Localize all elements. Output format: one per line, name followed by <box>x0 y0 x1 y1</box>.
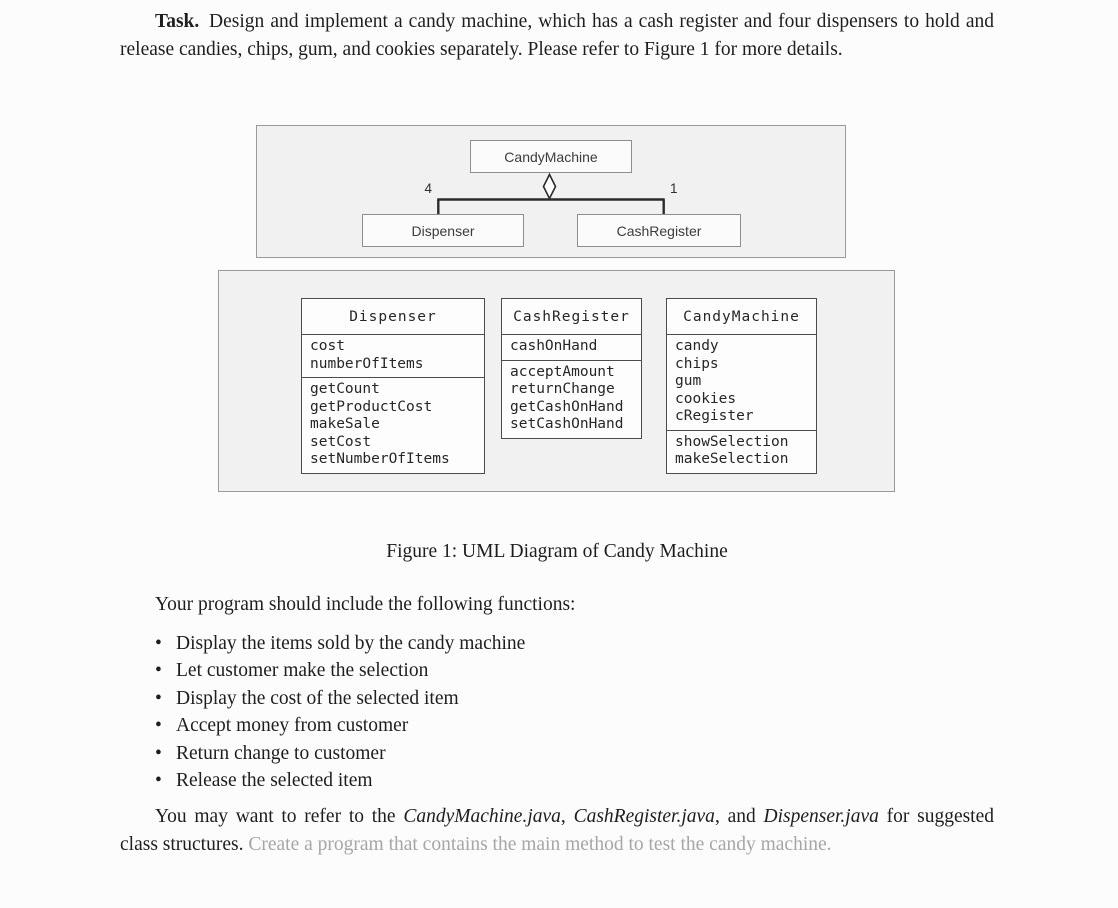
class-methods: showSelection makeSelection <box>667 429 816 473</box>
method: getCount <box>310 381 380 397</box>
uml-node-cashregister: CashRegister <box>577 214 741 247</box>
list-item: Display the items sold by the candy mach… <box>155 630 915 658</box>
uml-node-candymachine: CandyMachine <box>470 140 632 173</box>
list-item: Display the cost of the selected item <box>155 685 915 713</box>
method: makeSelection <box>675 451 789 467</box>
functions-list: Display the items sold by the candy mach… <box>155 630 915 795</box>
closing-text: , <box>560 806 574 827</box>
class-box-dispenser: Dispenser cost numberOfItems getCount ge… <box>301 298 485 474</box>
closing-text: You may want to refer to the <box>155 806 404 827</box>
method: acceptAmount <box>510 363 615 380</box>
class-attributes: candy chips gum cookies cRegister <box>667 334 816 430</box>
class-name: Dispenser <box>349 308 437 325</box>
class-methods: acceptAmount returnChange getCashOnHand … <box>502 359 641 438</box>
method: setCost <box>310 433 372 450</box>
list-item: Accept money from customer <box>155 712 915 740</box>
class-methods: getCount getProductCost makeSale setCost… <box>302 377 484 473</box>
method: makeSale <box>310 416 380 432</box>
list-item: Let customer make the selection <box>155 657 915 685</box>
file-reference: CandyMachine.java <box>403 806 561 827</box>
figure-caption: Figure 1: UML Diagram of Candy Machine <box>386 541 728 562</box>
closing-text: , and <box>714 806 764 827</box>
task-paragraph: Task. Design and implement a candy machi… <box>120 8 994 63</box>
uml-node-label: Dispenser <box>411 222 475 239</box>
uml-node-label: CashRegister <box>616 222 702 239</box>
closing-text: for suggested class structures. <box>120 806 995 855</box>
functions-intro: Your program should include the followin… <box>155 594 576 615</box>
uml-class-panel: Dispenser cost numberOfItems getCount ge… <box>218 270 895 492</box>
method: getCashOnHand <box>510 398 624 415</box>
uml-relationship-panel: CandyMachine 4 1 Dispenser CashRegister <box>256 125 846 258</box>
attribute: cost <box>310 338 345 354</box>
file-reference: Dispenser.java <box>763 806 879 827</box>
task-label: Task. <box>155 11 200 32</box>
attribute: cashOnHand <box>510 338 598 354</box>
class-box-cashregister: CashRegister cashOnHand acceptAmount ret… <box>501 298 642 439</box>
list-item: Release the selected item <box>155 767 915 795</box>
aggregation-diamond-icon <box>542 172 557 201</box>
attribute: cookies <box>675 390 737 407</box>
method: returnChange <box>510 381 615 397</box>
method: setNumberOfItems <box>310 451 450 467</box>
class-name: CandyMachine <box>683 308 800 325</box>
method: showSelection <box>675 433 789 450</box>
task-text: Design and implement a candy machine, wh… <box>120 11 994 60</box>
method: setCashOnHand <box>510 416 624 432</box>
closing-paragraph: You may want to refer to the CandyMachin… <box>120 803 994 858</box>
attribute: gum <box>675 373 702 389</box>
attribute: chips <box>675 355 719 372</box>
method: getProductCost <box>310 398 433 415</box>
uml-node-label: CandyMachine <box>504 148 598 165</box>
uml-node-dispenser: Dispenser <box>362 214 524 247</box>
list-item: Return change to customer <box>155 740 915 768</box>
attribute: numberOfItems <box>310 355 424 372</box>
class-attributes: cashOnHand <box>502 334 641 360</box>
class-box-candymachine: CandyMachine candy chips gum cookies cRe… <box>666 298 817 474</box>
attribute: cRegister <box>675 408 754 424</box>
multiplicity-left: 4 <box>424 181 432 196</box>
class-attributes: cost numberOfItems <box>302 334 484 377</box>
file-reference: CashRegister.java <box>573 806 715 827</box>
closing-muted-text: Create a program that contains the main … <box>248 833 832 855</box>
class-name: CashRegister <box>513 308 630 325</box>
multiplicity-right: 1 <box>670 181 678 196</box>
attribute: candy <box>675 338 719 354</box>
